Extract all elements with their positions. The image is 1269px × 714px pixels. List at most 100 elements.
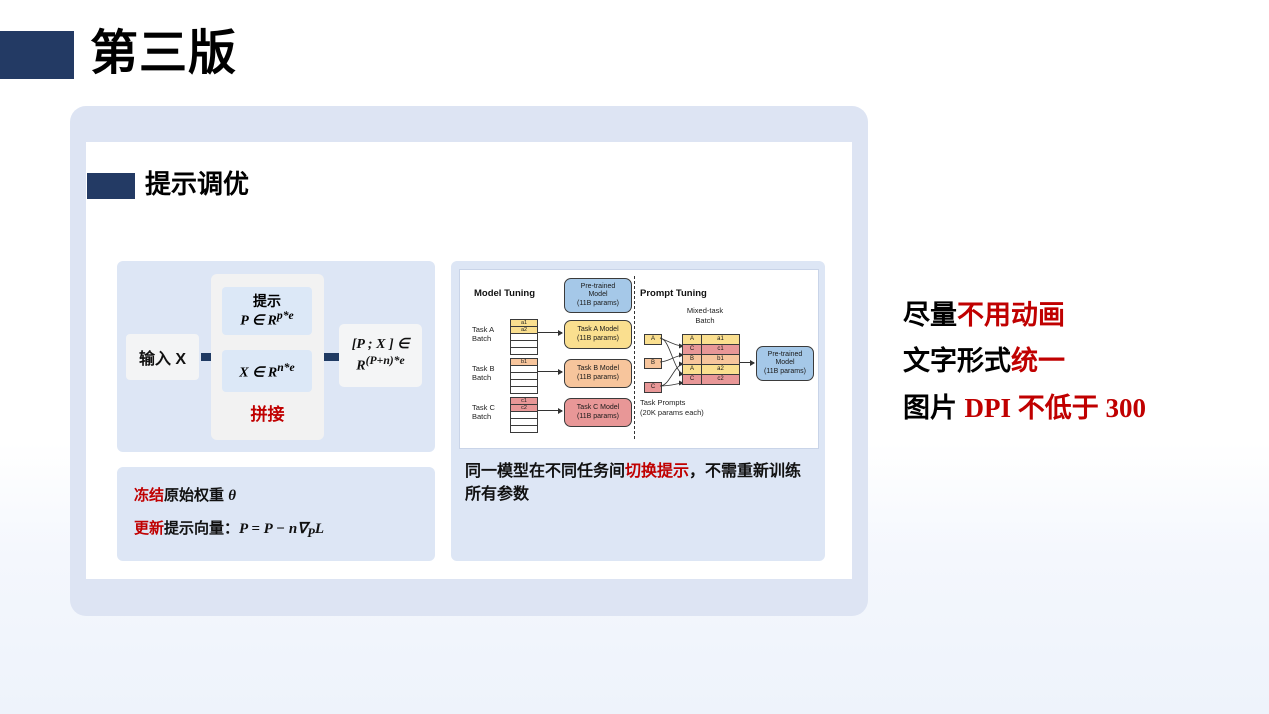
mt-model-b-line1: Task B Model bbox=[576, 364, 620, 372]
mt-batch-label-a: Task A Batch bbox=[472, 325, 494, 344]
pt-batch-row: A a1 bbox=[683, 335, 739, 345]
pt-prompt-chip-b: B bbox=[644, 358, 662, 369]
pt-batch-value: c1 bbox=[717, 346, 724, 352]
mt-batch-cell bbox=[511, 426, 537, 432]
pt-batch-value: b1 bbox=[717, 356, 724, 362]
prompt-tuning-figure-box: Model Tuning Prompt Tuning Pre-trained M… bbox=[451, 261, 825, 561]
mt-batch-label-a-line1: Task A bbox=[472, 325, 495, 334]
pt-mixed-batch-line2: Batch bbox=[695, 315, 715, 325]
mt-batch-cell bbox=[511, 348, 537, 354]
side-note-3-red: DPI 不低于 300 bbox=[964, 392, 1147, 423]
pt-batch-key: C bbox=[683, 375, 702, 384]
pt-mixed-batch-line1: Mixed-task bbox=[686, 306, 724, 315]
mt-pretrained-line3: (11B params) bbox=[577, 299, 619, 307]
mt-pretrained-line2: Model bbox=[588, 291, 608, 299]
note-freeze-keyword: 冻结 bbox=[134, 487, 165, 504]
note-line-update: 更新提示向量：P = P − n∇PL bbox=[134, 517, 324, 541]
pt-prompt-chip-c: C bbox=[644, 382, 662, 393]
concat-group: 提示 P ∈ Rp*e X ∈ Rn*e 拼接 bbox=[211, 274, 324, 440]
mt-batch-label-a-line2: Batch bbox=[472, 334, 492, 344]
note-freeze-rest: 原始权重 θ bbox=[164, 487, 236, 504]
figure-caption-highlight: 切换提示 bbox=[625, 463, 690, 480]
mt-batch-cell: c1 bbox=[511, 398, 537, 405]
pt-batch-key: B bbox=[683, 355, 702, 364]
side-note-2: 文字形式统一 bbox=[903, 338, 1253, 384]
mt-model-a-line2: (11B params) bbox=[577, 334, 619, 342]
pt-batch-row: C c1 bbox=[683, 345, 739, 355]
mt-model-c-line2: (11B params) bbox=[577, 412, 619, 420]
mt-batch-label-b-line1: Task B bbox=[472, 364, 495, 373]
pt-arrow-to-model bbox=[740, 359, 755, 366]
mt-batch-stack-b: b1 bbox=[510, 358, 538, 394]
mt-batch-cell bbox=[511, 341, 537, 348]
mt-model-node-b: Task B Model (11B params) bbox=[564, 359, 632, 388]
input-label: 输入 X bbox=[138, 351, 187, 368]
mt-model-c-line1: Task C Model bbox=[576, 403, 620, 411]
note-update-rest: 提示向量：P = P − n∇PL bbox=[164, 520, 325, 540]
section-title: 提示调优 bbox=[145, 169, 250, 199]
mt-model-a-line1: Task A Model bbox=[577, 325, 619, 333]
pt-batch-value: c2 bbox=[717, 376, 724, 382]
mt-batch-cell bbox=[511, 380, 537, 387]
pt-pretrained-model-node: Pre-trained Model (11B params) bbox=[756, 346, 814, 381]
pt-prompt-chip-a: A bbox=[644, 334, 662, 345]
section-accent-bar bbox=[87, 173, 135, 199]
figure-caption-part2: ，不需重新训练所有参数 bbox=[465, 463, 802, 503]
mt-batch-label-c-line1: Task C bbox=[472, 403, 495, 412]
figure-caption: 同一模型在不同任务间切换提示，不需重新训练所有参数 bbox=[465, 461, 813, 506]
output-line-2: R(P+n)*e bbox=[356, 353, 405, 374]
section-heading: 提示调优 bbox=[86, 164, 852, 208]
page-title: 第三版 bbox=[90, 27, 238, 80]
output-line-1: [P ; X ] ∈ bbox=[351, 337, 410, 353]
side-note-1-red: 不用动画 bbox=[957, 300, 1065, 330]
figure-heading-model-tuning: Model Tuning bbox=[474, 288, 536, 299]
mt-batch-cell bbox=[511, 387, 537, 393]
side-notes: 尽量不用动画 文字形式统一 图片 DPI 不低于 300 bbox=[903, 292, 1253, 431]
mt-arrow-b bbox=[538, 368, 563, 375]
prompt-node-label: 提示 bbox=[253, 292, 281, 309]
input-node: 输入 X bbox=[126, 334, 199, 380]
prompt-concat-diagram: 输入 X 提示 P ∈ Rp*e X ∈ Rn*e 拼接 bbox=[117, 261, 435, 452]
mt-model-b-line2: (11B params) bbox=[577, 373, 619, 381]
note-update-keyword: 更新 bbox=[134, 520, 165, 537]
mt-batch-cell bbox=[511, 366, 537, 373]
mt-batch-cell bbox=[511, 412, 537, 419]
figure-caption-part1: 同一模型在不同任务间 bbox=[465, 463, 626, 480]
side-note-1-black: 尽量 bbox=[903, 300, 957, 330]
pt-mixed-batch-table: A a1 C c1 B b1 A a2 bbox=[682, 334, 740, 385]
mt-arrow-a bbox=[538, 329, 563, 336]
pt-task-prompts-label: Task Prompts (20K params each) bbox=[640, 398, 704, 418]
side-note-3: 图片 DPI 不低于 300 bbox=[903, 385, 1253, 431]
mt-pretrained-model-node: Pre-trained Model (11B params) bbox=[564, 278, 632, 313]
slide-header: 第三版 bbox=[0, 0, 1269, 100]
header-accent-bar bbox=[0, 31, 74, 79]
mt-batch-cell bbox=[511, 419, 537, 426]
mt-model-node-c: Task C Model (11B params) bbox=[564, 398, 632, 427]
concat-label: 拼接 bbox=[250, 405, 285, 424]
content-panel: 提示调优 输入 X 提示 P ∈ Rp*e X ∈ Rn*e bbox=[70, 106, 868, 616]
mt-pretrained-line1: Pre-trained bbox=[580, 282, 616, 290]
mt-batch-stack-c: c1 c2 bbox=[510, 397, 538, 433]
pt-batch-key: C bbox=[683, 345, 702, 354]
pt-batch-key: A bbox=[683, 335, 702, 344]
mt-batch-cell: b1 bbox=[511, 359, 537, 366]
side-note-3-black: 图片 bbox=[903, 392, 965, 423]
pt-task-prompts-line1: Task Prompts bbox=[640, 398, 686, 407]
mt-batch-label-b: Task B Batch bbox=[472, 364, 495, 383]
pt-pretrained-line3: (11B params) bbox=[764, 367, 806, 375]
mt-batch-label-c: Task C Batch bbox=[472, 403, 495, 422]
pt-batch-row: A a2 bbox=[683, 365, 739, 375]
pt-batch-value: a2 bbox=[717, 366, 724, 372]
training-note-box: 冻结原始权重 θ 更新提示向量：P = P − n∇PL bbox=[117, 467, 435, 561]
note-line-freeze: 冻结原始权重 θ bbox=[134, 484, 236, 505]
mt-batch-cell: a1 bbox=[511, 320, 537, 327]
pt-batch-row: B b1 bbox=[683, 355, 739, 365]
mt-batch-cell: c2 bbox=[511, 405, 537, 412]
prompt-node: 提示 P ∈ Rp*e bbox=[222, 287, 312, 335]
mt-batch-label-b-line2: Batch bbox=[472, 373, 492, 383]
content-card: 提示调优 输入 X 提示 P ∈ Rp*e X ∈ Rn*e bbox=[86, 142, 852, 579]
mt-batch-cell: a2 bbox=[511, 327, 537, 334]
pt-pretrained-line1: Pre-trained bbox=[767, 350, 803, 358]
side-note-2-red: 统一 bbox=[1011, 346, 1065, 377]
pt-batch-row: C c2 bbox=[683, 375, 739, 384]
